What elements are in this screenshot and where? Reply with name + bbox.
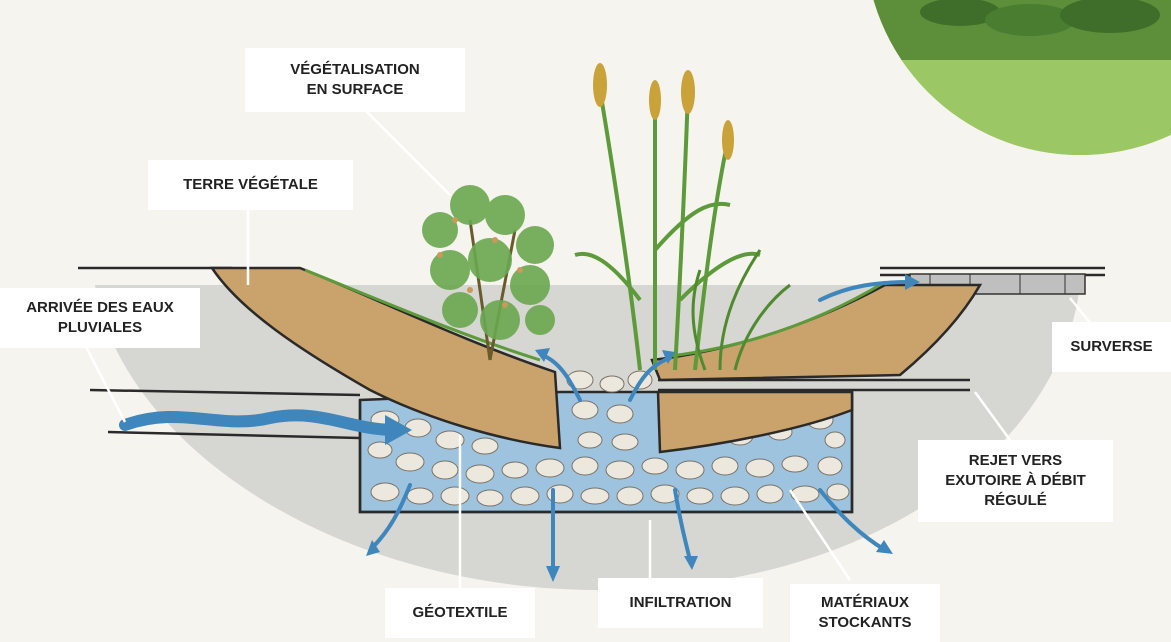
lawn-vignette <box>860 0 1171 160</box>
label-geotextile: GÉOTEXTILE <box>385 588 535 638</box>
label-surverse: SURVERSE <box>1052 322 1171 372</box>
label-terre-vegetale: TERRE VÉGÉTALE <box>148 160 353 210</box>
label-materiaux-stockants: MATÉRIAUX STOCKANTS <box>790 584 940 642</box>
label-rejet-exutoire: REJET VERS EXUTOIRE À DÉBIT RÉGULÉ <box>918 440 1113 522</box>
label-vegetalisation: VÉGÉTALISATION EN SURFACE <box>245 48 465 112</box>
label-infiltration: INFILTRATION <box>598 578 763 628</box>
label-arrivee-eaux-pluviales: ARRIVÉE DES EAUX PLUVIALES <box>0 288 200 348</box>
